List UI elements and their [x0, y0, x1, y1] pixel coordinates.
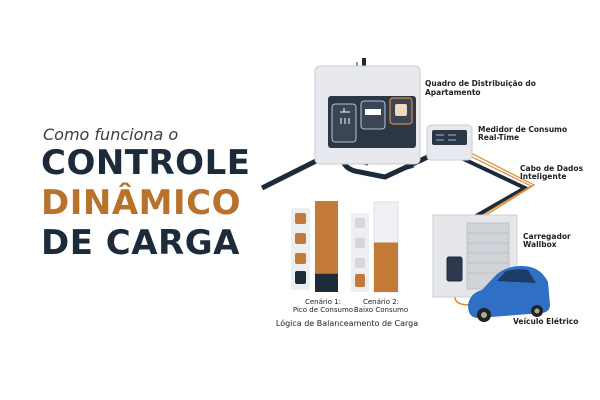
scenario-1-ev-bar [315, 273, 338, 292]
scenario-2-subtitle: Baixo Consumo [354, 306, 408, 314]
scenario-1-title: Cenário 1: [305, 298, 341, 306]
charger-label-2: Wallbox [523, 240, 557, 249]
scenario-2-chart [351, 201, 399, 293]
intro-text: Como funciona o [43, 125, 179, 144]
charger-label-1: Carregador [523, 232, 571, 241]
scenario-1-appliances-bar [315, 201, 338, 292]
meter-label-1: Medidor de Consumo [478, 125, 567, 134]
panel-label-1: Quadro de Distribuição do [425, 79, 536, 88]
air-conditioner-icon [355, 238, 365, 248]
toaster-icon [355, 258, 365, 268]
toaster-icon [295, 253, 306, 264]
consumption-meter [426, 124, 473, 161]
vehicle-label: Veículo Elétrico [513, 317, 578, 326]
scenario-1-chart [291, 201, 338, 292]
cable-label-2: Inteligente [520, 172, 566, 181]
panel-label-2: Apartamento [425, 88, 481, 97]
title-line-1: CONTROLE [41, 143, 251, 183]
meter-label-2: Real-Time [478, 133, 519, 142]
electric-vehicle [468, 266, 550, 322]
title-line-3: DE CARGA [41, 223, 240, 263]
distribution-panel [314, 65, 421, 165]
charger-icon [295, 271, 306, 284]
shower-icon [295, 213, 306, 224]
title-line-2: DINÂMICO [41, 183, 241, 223]
shower-icon [355, 218, 365, 228]
logic-caption: Lógica de Balanceamento de Carga [276, 318, 418, 328]
scenario-1-subtitle: Pico de Consumo [293, 306, 353, 314]
wallbox-charger [446, 256, 463, 282]
air-conditioner-icon [295, 233, 306, 244]
charger-icon [355, 274, 365, 287]
cable-label-1: Cabo de Dados [520, 164, 584, 173]
scenario-2-title: Cenário 2: [363, 298, 399, 306]
scenario-2-ev-bar [374, 242, 398, 292]
shower-icon [331, 103, 357, 143]
